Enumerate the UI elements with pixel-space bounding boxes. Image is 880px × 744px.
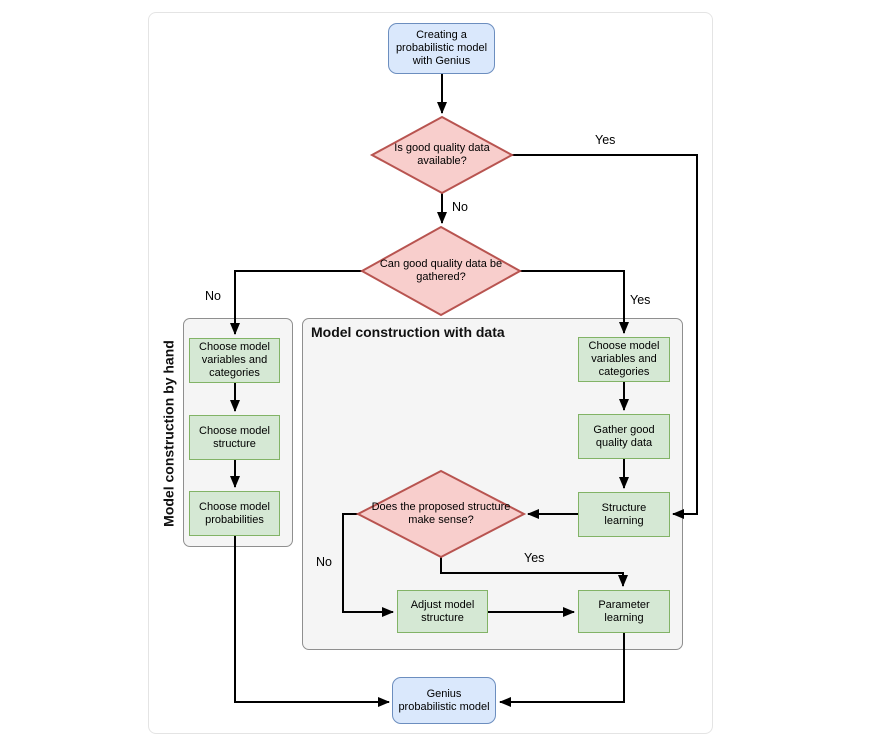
decision1-diamond-shape	[369, 115, 515, 195]
edge-decision1-yes-to-structure-learning	[512, 154, 698, 519]
edge-label-decision3-yes: Yes	[524, 551, 545, 565]
edge-hand-probabilities-to-end	[234, 536, 390, 707]
edge-decision3-yes-to-parameter	[440, 557, 628, 587]
edge-decision2-yes-to-data-branch	[520, 270, 629, 334]
section-by-hand-title: Model construction by hand	[160, 340, 177, 527]
edge-parameter-to-end	[499, 633, 625, 707]
section-with-data-title: Model construction with data	[311, 324, 505, 340]
data-choose-variables-node: Choose model variables and categories	[578, 337, 670, 382]
edge-label-decision2-no: No	[205, 289, 221, 303]
edge-label-decision1-yes: Yes	[595, 133, 616, 147]
edge-label-decision2-yes: Yes	[630, 293, 651, 307]
edge-label-decision1-no: No	[452, 200, 468, 214]
data-gather-data-node: Gather good quality data	[578, 414, 670, 459]
hand-choose-variables-node: Choose model variables and categories	[189, 338, 280, 383]
start-node: Creating a probabilistic model with Geni…	[388, 23, 495, 74]
edge-label-decision3-no: No	[316, 555, 332, 569]
edge-decision2-no-to-hand-branch	[230, 270, 362, 335]
data-adjust-structure-node: Adjust model structure	[397, 590, 488, 633]
data-structure-learning-node: Structure learning	[578, 492, 670, 537]
edge-decision3-no-to-adjust	[342, 513, 394, 617]
decision2-diamond-shape	[359, 225, 523, 317]
hand-choose-structure-node: Choose model structure	[189, 415, 280, 460]
data-parameter-learning-node: Parameter learning	[578, 590, 670, 633]
hand-choose-probabilities-node: Choose model probabilities	[189, 491, 280, 536]
decision3-diamond-shape	[355, 469, 527, 559]
end-node: Genius probabilistic model	[392, 677, 496, 724]
